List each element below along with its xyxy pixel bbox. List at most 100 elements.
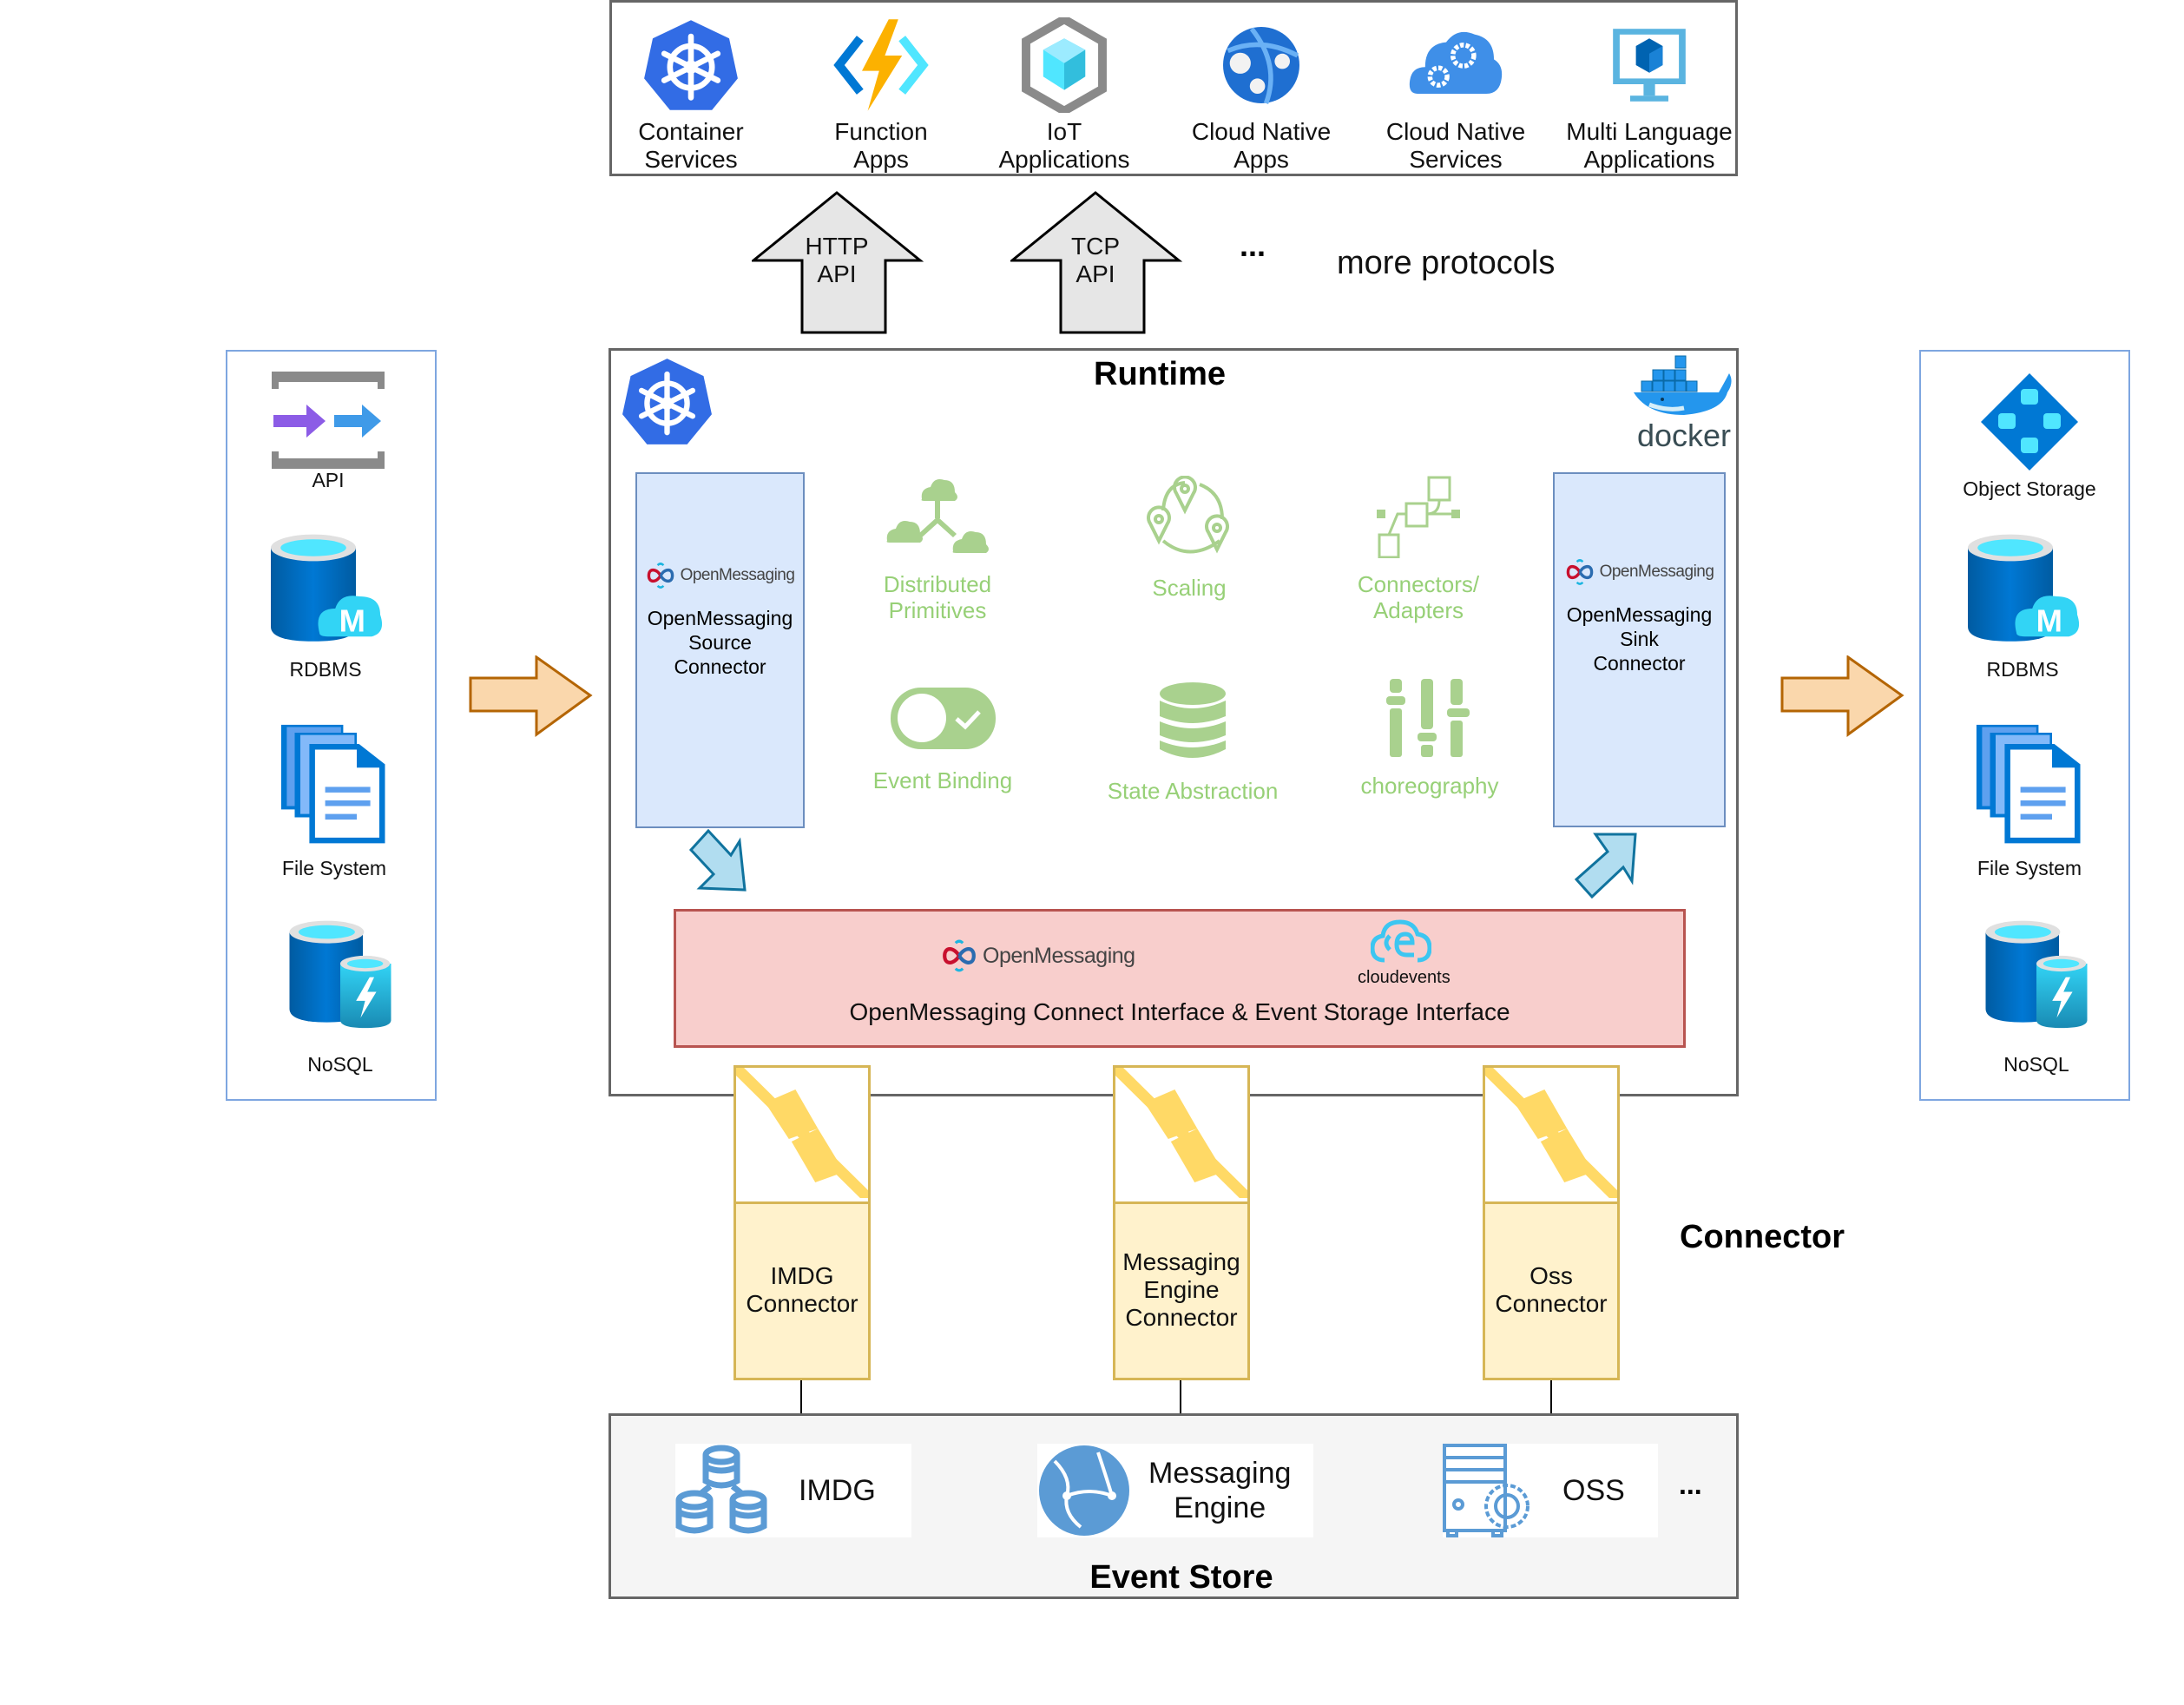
database-stack-icon bbox=[1160, 682, 1226, 758]
sink-label: RDBMS bbox=[1986, 658, 2059, 681]
store-oss-label: OSS bbox=[1562, 1474, 1625, 1507]
globe-network-icon bbox=[1214, 17, 1309, 113]
cloudevents-logo: cloudevents bbox=[1358, 918, 1451, 988]
openmessaging-icon bbox=[941, 938, 977, 974]
sink-file-system: File System bbox=[1925, 721, 2134, 880]
imdg-databases-icon bbox=[675, 1445, 767, 1534]
openmessaging-icon bbox=[646, 561, 675, 590]
plug-icon bbox=[1115, 1068, 1247, 1204]
applications-panel bbox=[609, 0, 1738, 176]
api-icon bbox=[268, 372, 388, 469]
store-oss: OSS bbox=[1443, 1444, 1658, 1537]
feature-choreography: choreography bbox=[1326, 677, 1534, 799]
store-imdg: IMDG bbox=[675, 1444, 911, 1537]
tcp-api-arrow bbox=[1010, 191, 1183, 334]
source-file-system: File System bbox=[230, 721, 438, 880]
toggle-icon bbox=[890, 688, 996, 749]
source-label: RDBMS bbox=[289, 658, 362, 681]
sink-label: Object Storage bbox=[1963, 477, 2096, 500]
openmessaging-logo: OpenMessaging bbox=[1555, 557, 1724, 587]
function-apps-icon bbox=[833, 17, 929, 113]
cloudevents-label: cloudevents bbox=[1358, 968, 1451, 987]
sink-connector-label: OpenMessaging Sink Connector bbox=[1566, 603, 1713, 675]
source-label: API bbox=[312, 469, 345, 491]
interface-to-sink-arrow bbox=[1574, 833, 1637, 899]
egress-arrow bbox=[1780, 655, 1904, 737]
source-connector-box[interactable]: OpenMessaging OpenMessaging Source Conne… bbox=[635, 472, 805, 828]
protocols-ellipsis: ... bbox=[1240, 227, 1266, 263]
runtime-title: Runtime bbox=[1094, 356, 1226, 392]
openmessaging-logo: OpenMessaging bbox=[941, 938, 1135, 974]
database-m-icon bbox=[260, 530, 391, 651]
monitor-cube-icon bbox=[1602, 17, 1697, 113]
connectors-icon bbox=[1377, 476, 1460, 559]
interface-label: OpenMessaging Connect Interface & Event … bbox=[849, 998, 1510, 1025]
http-api-arrow bbox=[752, 191, 924, 334]
oss-server-icon bbox=[1443, 1444, 1529, 1537]
files-icon bbox=[1973, 721, 2086, 846]
source-connector-label: OpenMessaging Source Connector bbox=[647, 607, 793, 678]
database-m-icon bbox=[1957, 530, 2088, 651]
iot-icon bbox=[1016, 14, 1112, 116]
sink-connector-box[interactable]: OpenMessaging OpenMessaging Sink Connect… bbox=[1553, 472, 1726, 827]
event-store-ellipsis: ... bbox=[1679, 1469, 1702, 1500]
nosql-icon bbox=[1976, 918, 2097, 1031]
source-nosql: NoSQL bbox=[236, 918, 444, 1076]
scaling-pins-icon bbox=[1147, 475, 1229, 554]
feature-scaling: Scaling bbox=[1085, 475, 1293, 601]
sink-label: File System bbox=[1977, 857, 2082, 879]
docker-whale-icon bbox=[1634, 355, 1732, 415]
kubernetes-icon bbox=[643, 17, 739, 113]
docker-label: docker bbox=[1636, 418, 1732, 453]
source-rdbms: RDBMS bbox=[221, 530, 430, 681]
feature-connectors-adapters: Connectors/Adapters bbox=[1314, 476, 1523, 623]
plug-icon bbox=[736, 1068, 868, 1204]
feature-state-abstraction: State Abstraction bbox=[1089, 681, 1297, 804]
source-label: File System bbox=[281, 857, 387, 879]
sink-label: NoSQL bbox=[2003, 1053, 2069, 1076]
openmessaging-logo: OpenMessaging bbox=[637, 561, 803, 590]
cloudevents-icon bbox=[1370, 919, 1432, 963]
nosql-icon bbox=[280, 918, 401, 1031]
store-imdg-label: IMDG bbox=[799, 1474, 876, 1507]
connector-title: Connector bbox=[1680, 1219, 1845, 1255]
source-label: NoSQL bbox=[307, 1053, 373, 1076]
ingest-arrow bbox=[469, 655, 593, 737]
sink-object-storage: Object Storage bbox=[1925, 372, 2134, 501]
connect-interface-box: OpenMessaging cloudevents OpenMessaging … bbox=[674, 909, 1686, 1048]
object-storage-icon bbox=[1979, 372, 2080, 472]
cloud-gears-icon bbox=[1408, 17, 1503, 113]
source-to-interface-arrow bbox=[688, 829, 747, 892]
event-store-title: Event Store bbox=[1089, 1559, 1273, 1596]
more-protocols-label: more protocols bbox=[1337, 245, 1556, 281]
sink-nosql: NoSQL bbox=[1932, 918, 2141, 1076]
docker-logo: docker bbox=[1632, 354, 1736, 453]
files-icon bbox=[278, 721, 391, 846]
kubernetes-icon bbox=[622, 356, 713, 447]
openmessaging-icon bbox=[1565, 557, 1595, 587]
distributed-clouds-icon bbox=[886, 479, 989, 553]
sink-rdbms: RDBMS bbox=[1918, 530, 2127, 681]
